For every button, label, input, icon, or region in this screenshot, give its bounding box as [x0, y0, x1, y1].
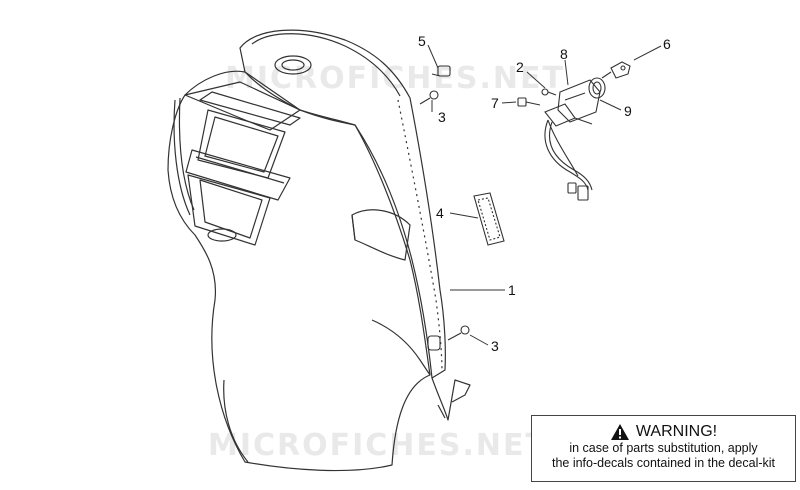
callout-8: 8	[560, 46, 568, 62]
callout-1: 1	[508, 282, 516, 298]
leader-lines	[427, 44, 662, 346]
screw-3-upper	[419, 90, 439, 105]
callout-3-upper: 3	[438, 109, 446, 125]
watermark-bottom: MICROFICHES.NET	[208, 428, 548, 463]
callout-5: 5	[418, 33, 426, 49]
callout-3-lower: 3	[491, 338, 499, 354]
leg-shield-panel	[167, 29, 471, 472]
screw-5	[431, 65, 451, 77]
warning-triangle-icon	[610, 424, 629, 440]
fastener-clip	[427, 335, 441, 351]
ignition-switch-assembly	[517, 61, 631, 201]
warning-box: WARNING! in case of parts substitution, …	[531, 415, 796, 482]
screw-3-lower	[447, 325, 470, 341]
callout-2: 2	[516, 59, 524, 75]
callout-9: 9	[624, 103, 632, 119]
warning-header: WARNING!	[532, 423, 795, 441]
callout-7: 7	[491, 95, 499, 111]
warning-line-1: in case of parts substitution, apply	[569, 441, 758, 455]
warning-line-2: the info-decals contained in the decal-k…	[551, 456, 776, 470]
warning-title: WARNING!	[635, 423, 718, 440]
watermark-top: MICROFICHES.NET	[225, 61, 565, 96]
callout-6: 6	[663, 36, 671, 52]
decal-plate	[473, 192, 505, 246]
callout-4: 4	[436, 205, 444, 221]
